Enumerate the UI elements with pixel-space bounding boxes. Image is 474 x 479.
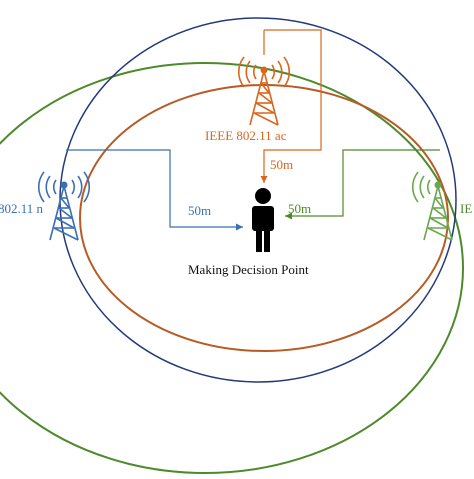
green-tower-label: IE — [460, 201, 472, 216]
blue-distance-label: 50m — [188, 203, 211, 218]
radio-tower-icon — [237, 56, 291, 126]
orange-distance-label: 50m — [270, 157, 293, 172]
radio-tower-icon — [411, 171, 453, 241]
blue-connector-line — [66, 149, 243, 231]
decision-point-label: Making Decision Point — [188, 262, 309, 277]
orange-tower-label: IEEE 802.11 ac — [205, 128, 287, 143]
orange-coverage-circle — [79, 84, 449, 352]
green-distance-label: 50m — [288, 201, 311, 216]
blue-tower-label: 802.11 n — [0, 201, 44, 216]
orange-connector-line — [260, 29, 322, 183]
green-connector-line — [285, 149, 440, 220]
radio-tower-icon — [37, 171, 91, 241]
green-coverage-circle — [0, 62, 464, 474]
person-icon — [252, 188, 274, 252]
